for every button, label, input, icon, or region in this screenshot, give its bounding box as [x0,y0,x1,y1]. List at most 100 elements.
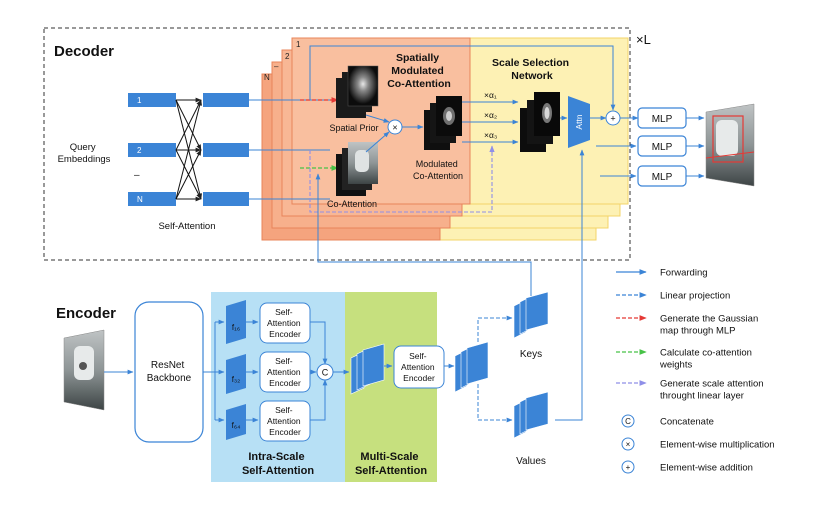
repeat-label: ×L [636,32,651,47]
query-id-2: 2 [137,146,142,155]
encoder-title: Encoder [56,305,116,322]
resnet-label: ResNet Backbone [147,360,192,384]
modulated-maps [424,96,462,150]
stack-id-1: 1 [296,40,301,49]
legend-symbol-glyph: C [625,417,631,426]
feature-label-16: f₁₆ [232,323,240,332]
legend-label: Element-wise multiplication [660,440,775,451]
spatial-prior-maps [336,65,379,118]
query-bar-n [128,192,176,206]
intra-scale-caption: Intra-Scale Self-Attention [242,451,314,477]
self-attention-connections [175,97,203,202]
legend-label: Forwarding [660,268,708,279]
smca-title: Spatially Modulated Co-Attention [387,52,451,90]
stack-id-dash: – [274,62,279,71]
legend-symbol [621,437,635,451]
query-bar-2 [128,143,176,157]
output-detection-image [705,103,755,187]
legend-item: C Concatenate [621,414,714,428]
resnet-backbone [134,301,204,443]
legend-item: Linear projection [616,291,730,302]
sa-encoder-16 [259,302,311,344]
legend-label: Concatenate [660,417,714,428]
values-features [513,391,549,439]
stack-id-2: 2 [285,52,290,61]
attn-label: Attn [574,114,584,129]
self-attention-label: Self-Attention [158,221,215,232]
legend-item: Forwarding [616,268,708,279]
mlp-label-3: MLP [652,172,673,183]
values-label: Values [516,456,546,467]
feature-label-64: f₆₄ [232,421,241,430]
legend-label: throught linear layer [660,391,744,402]
coattn-to-mult [365,131,390,153]
co-attention-label: Co-Attention [327,199,377,209]
feature-label-32: f₃₂ [232,375,241,384]
query-forward-lines [249,99,330,200]
query-id-1: 1 [137,96,142,105]
alpha-2: ×α₂ [484,110,497,120]
sa-out-bar-n [203,192,249,206]
sa-encoder-32-label: Self- Attention Encoder [267,356,303,388]
query-ellipsis: – [134,170,140,181]
stack-id-n: N [264,73,270,82]
legend-label: Generate the Gaussian [660,314,758,325]
enc16-to-concat [310,321,328,365]
alpha-3: ×α₃ [484,130,497,140]
modulated-label: Modulated Co-Attention [413,159,463,181]
feature-map-32 [226,354,246,394]
query-id-n: N [137,195,143,204]
keys-label: Keys [520,349,542,360]
sa-encoder-64 [259,400,311,442]
co-attention-maps [336,142,378,196]
legend-item: + Element-wise addition [621,460,753,474]
legend-symbol-glyph: + [626,463,631,472]
mlp-output-arrows [686,115,705,179]
proj-to-keys [477,315,513,342]
query-bar-1 [128,93,176,107]
spatial-prior-label: Spatial Prior [329,123,378,133]
decoder-frame [43,27,631,261]
query-embeddings-label: Query Embeddings [58,142,111,165]
prior-to-mult [365,114,390,123]
proj-to-values [477,384,513,423]
legend-symbol-glyph: × [626,440,631,449]
multiply-glyph: × [392,123,397,133]
mlp-label-2: MLP [652,142,673,153]
legend-label: Element-wise addition [660,463,753,474]
encoder-output-features [454,341,489,393]
legend-label: Generate scale attention [660,379,764,390]
attn-block [568,96,590,148]
legend-symbol [621,460,635,474]
feature-map-16 [226,300,246,344]
concat-glyph: C [322,368,329,378]
legend-symbol [621,414,635,428]
multi-scale-caption: Multi-Scale Self-Attention [355,451,427,477]
legend-label: weights [659,360,692,371]
alpha-1: ×α₁ [484,90,497,100]
feature-map-64 [226,404,246,440]
sa-out-bar-2 [203,143,249,157]
sa-encoder-64-label: Self- Attention Encoder [267,405,303,437]
values-route [555,149,585,421]
scale-selection-title: Scale Selection Network [492,57,572,82]
keys-features [513,291,549,339]
mlp-label-1: MLP [652,114,673,125]
ms-sa-encoder-label: Self- Attention Encoder [401,351,437,383]
enc64-to-concat [310,379,328,421]
input-image [63,329,105,411]
residual-path [309,45,616,111]
alpha-arrows [462,99,519,145]
legend-label: Linear projection [660,291,730,302]
keys-route [315,173,532,296]
sa-out-bar-1 [203,93,249,107]
scaled-maps [520,92,560,152]
legend-label: map through MLP [660,326,736,337]
legend-label: Calculate co-attention [660,348,752,359]
